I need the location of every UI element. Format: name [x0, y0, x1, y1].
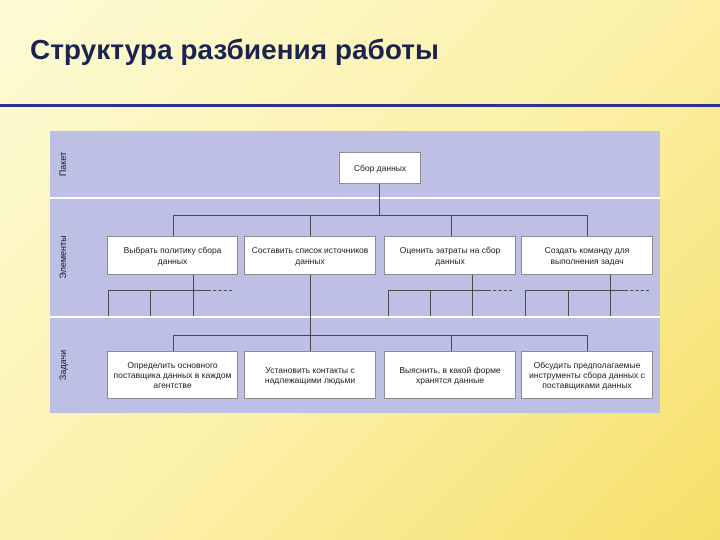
node-task-4: Обсудить предполагаемые инструменты сбор…	[521, 351, 653, 399]
node-task-1: Определить основного поставщика данных в…	[107, 351, 238, 399]
node-task-3: Выяснить, в какой форме хранятся данные	[384, 351, 516, 399]
connector-elements-bus	[173, 215, 588, 216]
band-separator-bottom	[50, 316, 660, 318]
connector-tasks-bus	[173, 335, 588, 336]
node-task-2: Установить контакты с надлежащими людьми	[244, 351, 376, 399]
subtree-leg	[525, 290, 526, 316]
subtree-dash	[208, 290, 232, 291]
connector-root-down	[379, 184, 380, 216]
subtree-leg	[388, 290, 389, 316]
connector-element-2	[310, 215, 311, 236]
node-root: Сбор данных	[339, 152, 421, 184]
subtree-bus-4	[525, 290, 625, 291]
subtree-leg	[193, 290, 194, 316]
subtree-leg	[472, 290, 473, 316]
subtree-leg	[430, 290, 431, 316]
node-element-1: Выбрать политику сбора данных	[107, 236, 238, 275]
node-element-3: Оценить затраты на сбор данных	[384, 236, 516, 275]
subtree-dash	[625, 290, 649, 291]
connector-element-3	[451, 215, 452, 236]
node-element-2: Составить список источников данных	[244, 236, 376, 275]
subtree-stem-1	[193, 275, 194, 290]
band-label-package: Пакет	[58, 151, 68, 177]
subtree-leg	[568, 290, 569, 316]
connector-task-4	[587, 335, 588, 351]
connector-element2-to-tasks	[310, 275, 311, 351]
subtree-stem-4	[610, 275, 611, 290]
subtree-leg	[150, 290, 151, 316]
node-element-4: Создать команду для выполнения задач	[521, 236, 653, 275]
connector-element-1	[173, 215, 174, 236]
title-rule	[0, 104, 720, 107]
subtree-stem-3	[472, 275, 473, 290]
subtree-dash	[488, 290, 512, 291]
band-label-elements: Элементы	[58, 235, 68, 279]
slide-title: Структура разбиения работы	[30, 34, 439, 65]
connector-task-3	[451, 335, 452, 351]
band-label-tasks: Задачи	[58, 349, 68, 381]
subtree-leg	[610, 290, 611, 316]
subtree-leg	[108, 290, 109, 316]
band-separator-top	[50, 197, 660, 199]
connector-element-4	[587, 215, 588, 236]
subtree-bus-3	[388, 290, 488, 291]
subtree-bus-1	[108, 290, 208, 291]
connector-task-1	[173, 335, 174, 351]
